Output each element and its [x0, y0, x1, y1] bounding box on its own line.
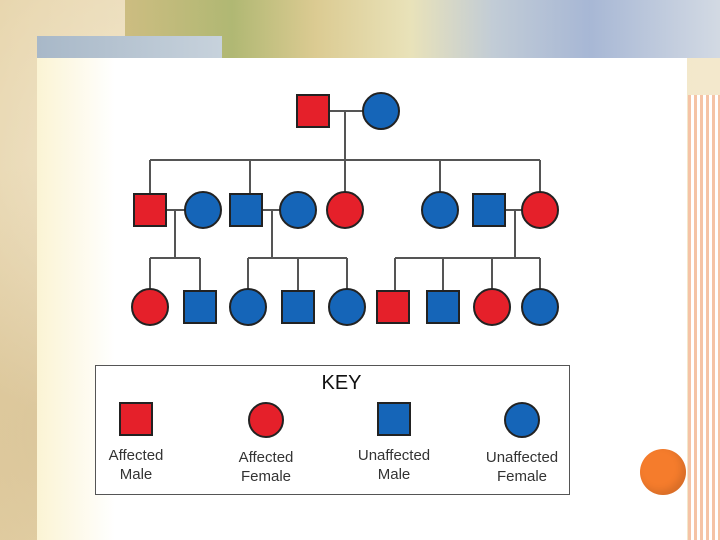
orange-circle-decoration	[640, 449, 686, 495]
gen2-person-affected-female	[521, 191, 559, 229]
gen2-person-unaffected-female	[421, 191, 459, 229]
pedigree-connector-lines	[149, 110, 541, 290]
decorative-stripes	[688, 95, 720, 540]
key-item-unaffected-male: Unaffected Male	[339, 402, 449, 484]
key-item-unaffected-female: Unaffected Female	[467, 402, 577, 486]
gen3-person-unaffected-male	[281, 290, 315, 324]
pedigree-individuals	[131, 92, 559, 326]
key-label-unaffected-male: Unaffected Male	[357, 447, 431, 483]
gen1-person-affected-male	[296, 94, 330, 128]
gen3-person-affected-female	[473, 288, 511, 326]
gen3-person-unaffected-female	[328, 288, 366, 326]
gen3-person-unaffected-female	[229, 288, 267, 326]
gen2-person-affected-male	[133, 193, 167, 227]
gen2-person-unaffected-female	[279, 191, 317, 229]
key-legend: KEY Affected Male Affected Female Unaffe…	[95, 365, 570, 495]
gen3-person-unaffected-male	[426, 290, 460, 324]
affected-female-symbol	[248, 402, 284, 438]
gen2-person-unaffected-male	[472, 193, 506, 227]
gen1-person-unaffected-female	[362, 92, 400, 130]
key-label-affected-female: Affected Female	[238, 449, 294, 485]
gen3-person-unaffected-female	[521, 288, 559, 326]
gen3-person-affected-male	[376, 290, 410, 324]
affected-male-symbol	[119, 402, 153, 436]
gen3-person-unaffected-male	[183, 290, 217, 324]
unaffected-male-symbol	[377, 402, 411, 436]
gen2-person-unaffected-female	[184, 191, 222, 229]
gen2-person-unaffected-male	[229, 193, 263, 227]
gen3-person-affected-female	[131, 288, 169, 326]
gen2-person-affected-female	[326, 191, 364, 229]
header-banner-strip	[37, 36, 222, 58]
key-item-affected-female: Affected Female	[211, 402, 321, 486]
key-title: KEY	[321, 372, 362, 394]
key-label-affected-male: Affected Male	[108, 447, 164, 483]
header-banner-image	[125, 0, 720, 58]
unaffected-female-symbol	[504, 402, 540, 438]
key-item-affected-male: Affected Male	[81, 402, 191, 484]
key-label-unaffected-female: Unaffected Female	[485, 449, 559, 485]
